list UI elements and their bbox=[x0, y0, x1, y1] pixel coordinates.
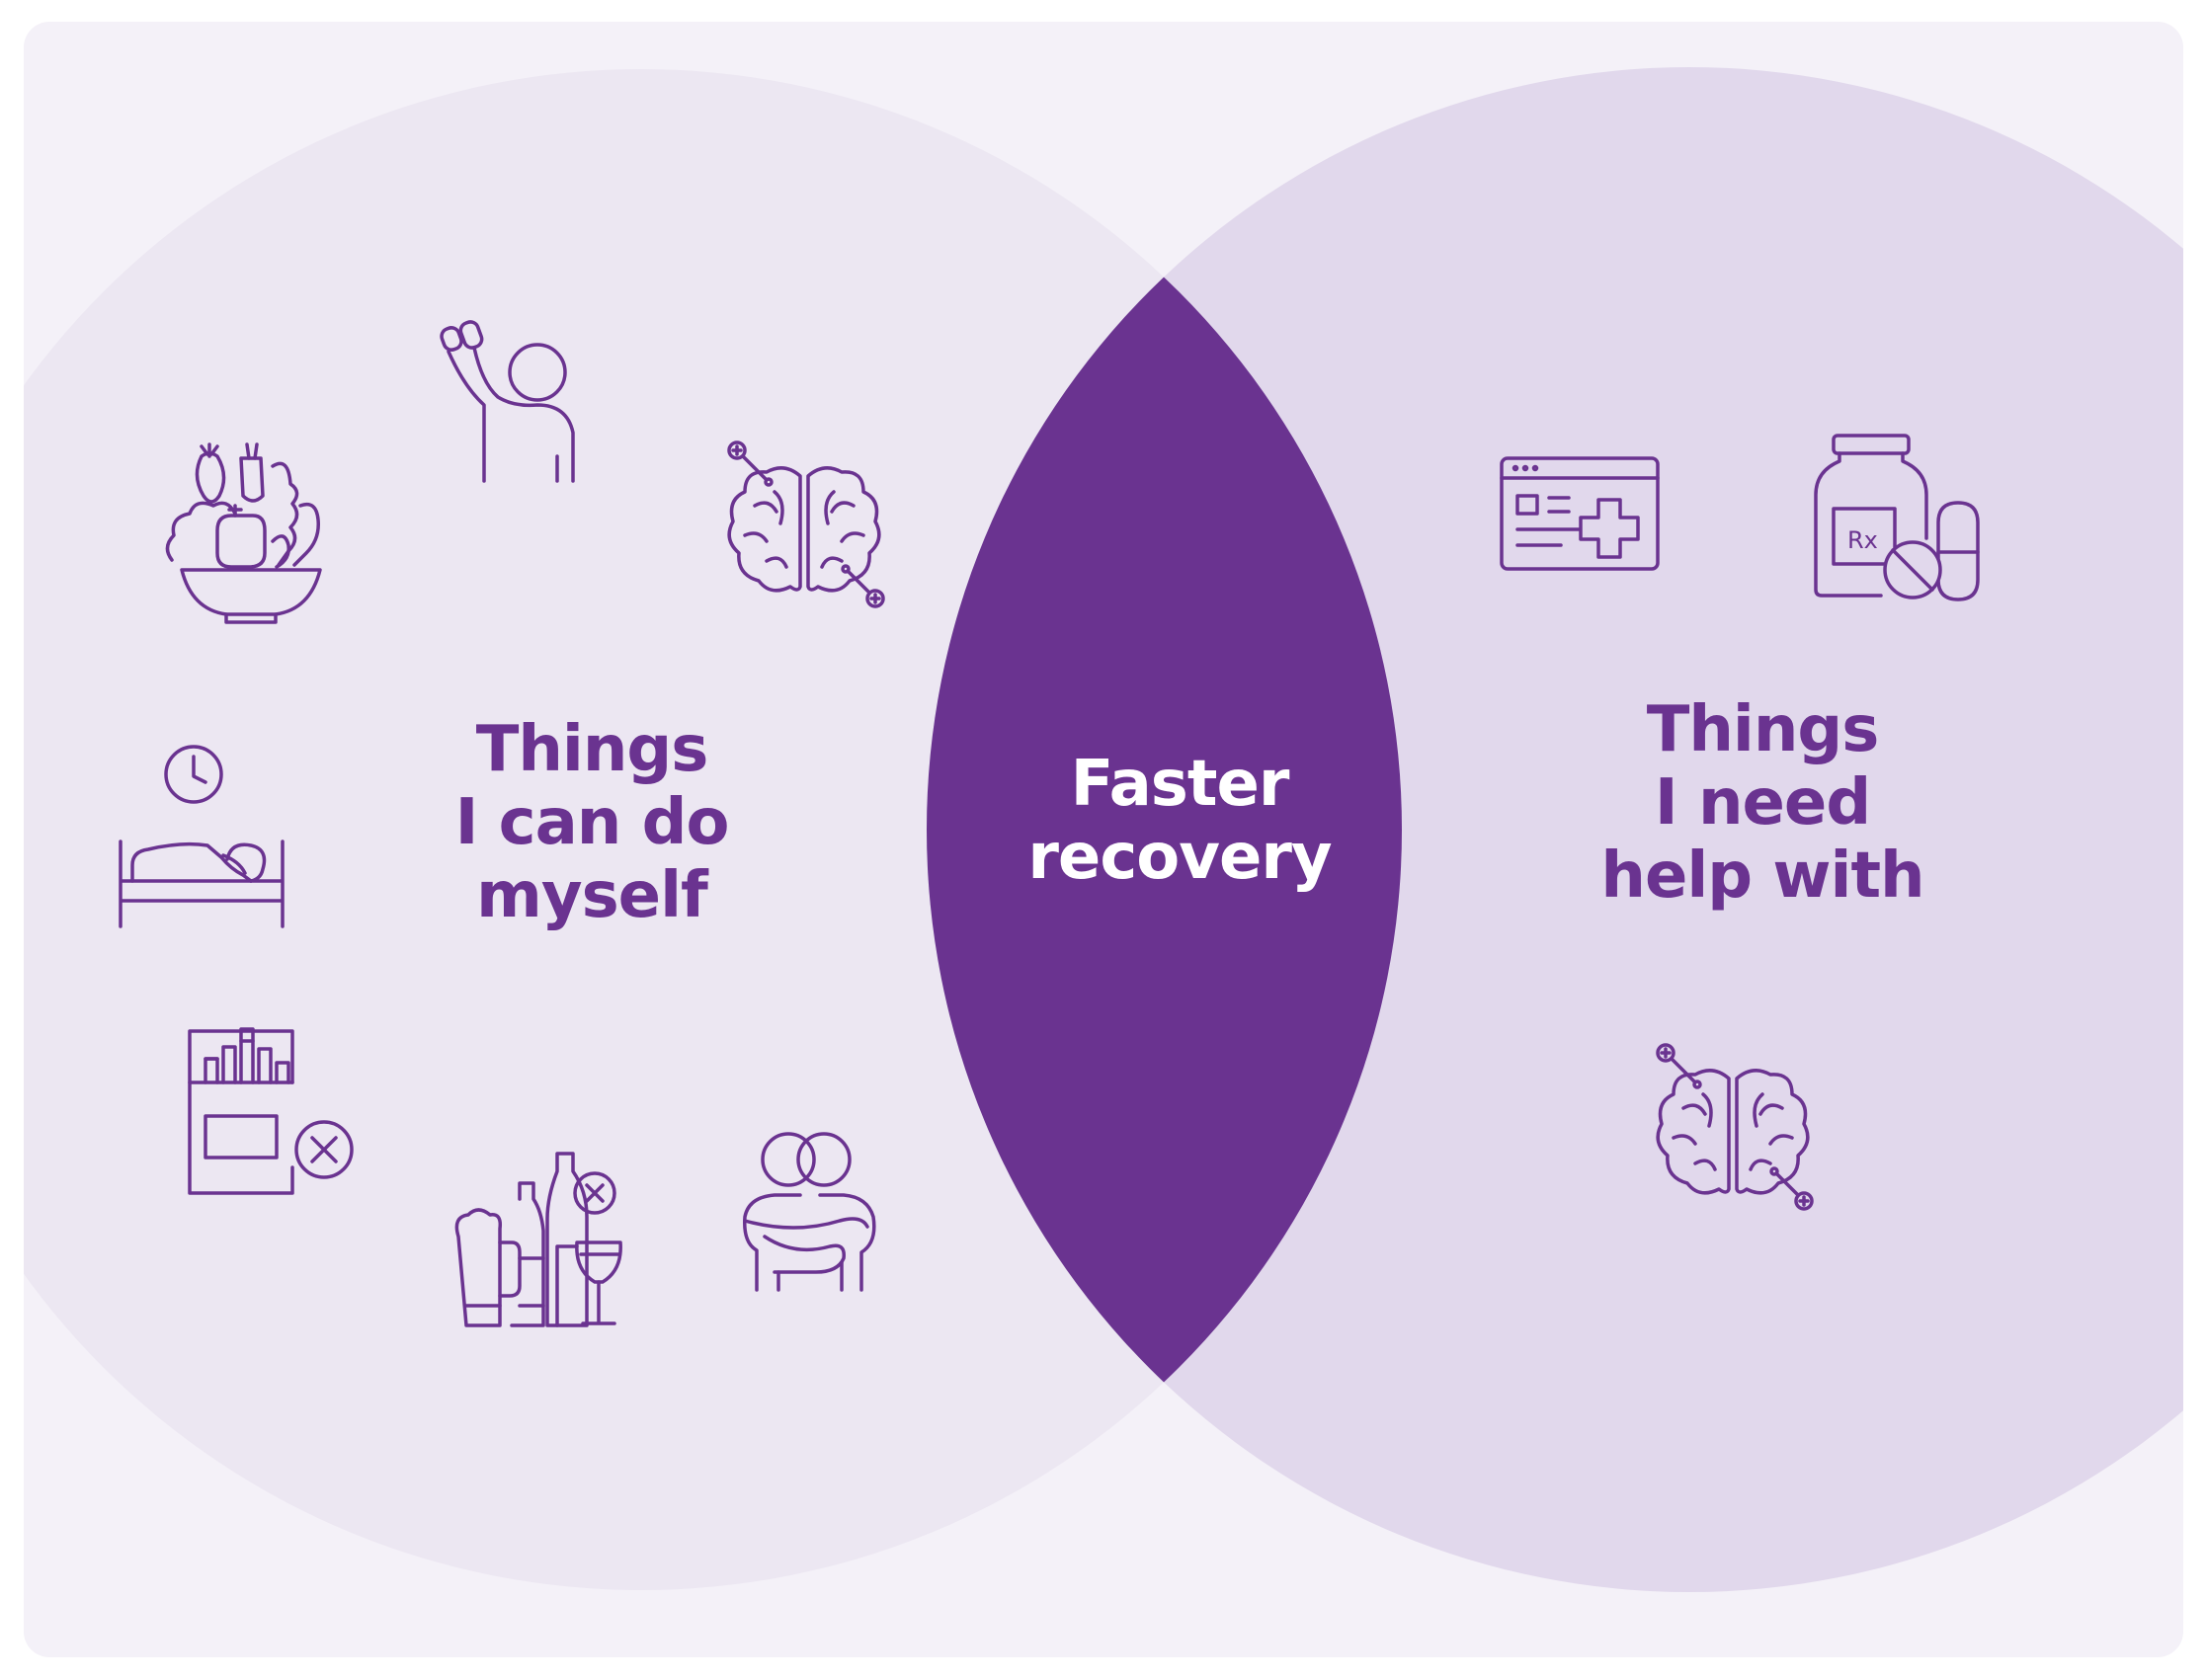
sleep-bed-clock-icon bbox=[113, 743, 290, 930]
prescription-medication-icon: Rx bbox=[1802, 422, 2000, 604]
no-alcohol-icon bbox=[439, 1148, 636, 1330]
venn-diagram-card: Things I can do myself Faster recovery T… bbox=[24, 22, 2183, 1657]
overlap-label-line-2: recovery bbox=[1027, 821, 1332, 894]
exercise-dumbbell-icon bbox=[419, 308, 607, 496]
brain-health-icon bbox=[1644, 1039, 1822, 1217]
left-label-line-1: Things bbox=[475, 713, 709, 786]
overlap-label: Faster recovery bbox=[972, 748, 1387, 894]
left-label-line-2: I can do bbox=[454, 786, 730, 859]
salad-bowl-icon bbox=[162, 437, 330, 624]
right-label-line-1: Things bbox=[1646, 693, 1880, 766]
left-label: Things I can do myself bbox=[394, 713, 789, 932]
right-label-line-3: help with bbox=[1600, 840, 1924, 913]
quit-smoking-icon bbox=[182, 1019, 369, 1202]
brain-health-icon bbox=[715, 437, 893, 614]
right-label-line-2: I need bbox=[1654, 766, 1871, 840]
hug-support-icon bbox=[735, 1118, 883, 1306]
right-label: Things I need help with bbox=[1545, 693, 1980, 913]
venn-diagram bbox=[24, 67, 2183, 1592]
rx-label: Rx bbox=[1847, 526, 1878, 554]
left-label-line-3: myself bbox=[476, 859, 708, 932]
overlap-label-line-1: Faster bbox=[1070, 748, 1290, 821]
medical-record-icon bbox=[1496, 446, 1683, 585]
